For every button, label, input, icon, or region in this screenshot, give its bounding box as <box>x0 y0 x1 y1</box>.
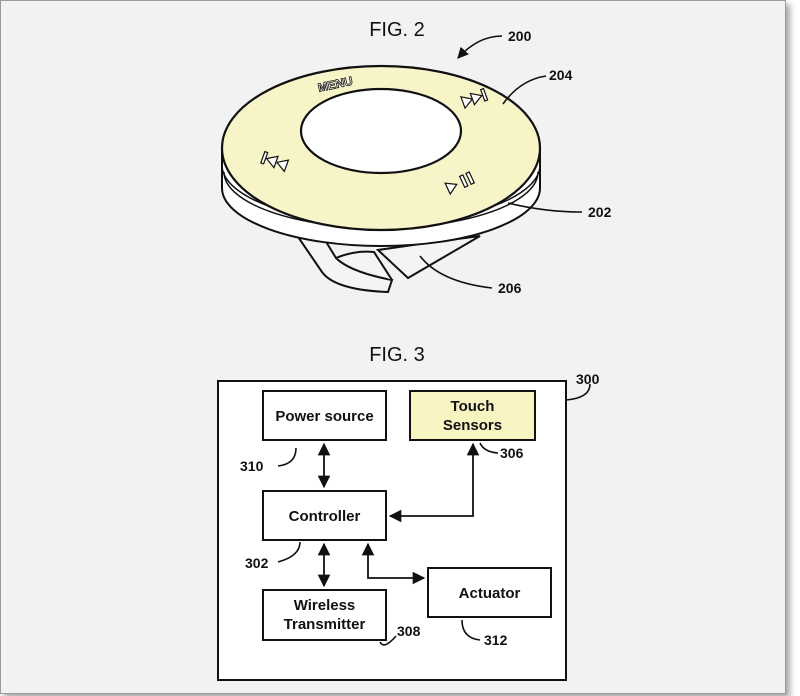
power-source-label: Power source <box>275 408 373 425</box>
actuator-label: Actuator <box>459 585 521 602</box>
wireless-line1: Wireless <box>294 597 356 614</box>
touch-sensors-block <box>409 390 536 441</box>
center-button <box>299 87 463 175</box>
ref-202: 202 <box>588 204 612 220</box>
controller-label: Controller <box>289 508 361 525</box>
clip-206 <box>289 226 481 294</box>
ref-308: 308 <box>397 623 421 639</box>
wireless-transmitter-block <box>262 589 387 641</box>
previous-track-icon <box>260 150 290 173</box>
actuator-block <box>427 567 552 618</box>
touch-sensors-line1: Touch <box>451 398 495 415</box>
ref-302: 302 <box>245 555 269 571</box>
ref-206: 206 <box>498 280 522 296</box>
ref-312: 312 <box>484 632 508 648</box>
ref-200: 200 <box>508 28 532 44</box>
arrow-controller-actuator <box>361 542 426 585</box>
fig3-title: FIG. 3 <box>369 344 425 366</box>
ref-310: 310 <box>240 458 264 474</box>
power-source-block <box>262 390 387 441</box>
play-pause-icon <box>444 171 476 196</box>
arrow-touch-controller <box>388 442 480 523</box>
ref-306: 306 <box>500 445 524 461</box>
controller-block <box>262 490 387 541</box>
touch-sensors-line2: Sensors <box>443 417 502 434</box>
ref-300: 300 <box>576 371 600 387</box>
wireless-line2: Transmitter <box>284 616 366 633</box>
next-track-icon <box>459 87 489 110</box>
fig2-title: FIG. 2 <box>369 19 425 41</box>
ref-204: 204 <box>549 67 573 83</box>
